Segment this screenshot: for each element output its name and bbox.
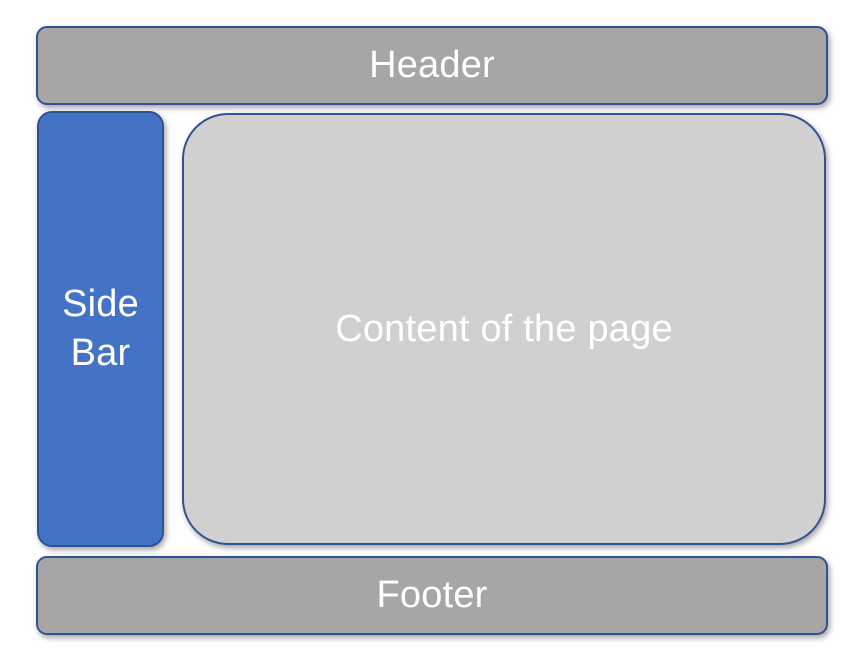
header-region-label: Header — [369, 44, 495, 86]
footer-region[interactable]: Footer — [36, 556, 828, 635]
sidebar-region-label: Side Bar — [62, 283, 139, 374]
content-region[interactable]: Content of the page — [182, 113, 826, 545]
content-region-label: Content of the page — [335, 307, 673, 350]
footer-region-label: Footer — [376, 574, 488, 616]
sidebar-region[interactable]: Side Bar — [37, 111, 164, 547]
header-region[interactable]: Header — [36, 26, 828, 105]
